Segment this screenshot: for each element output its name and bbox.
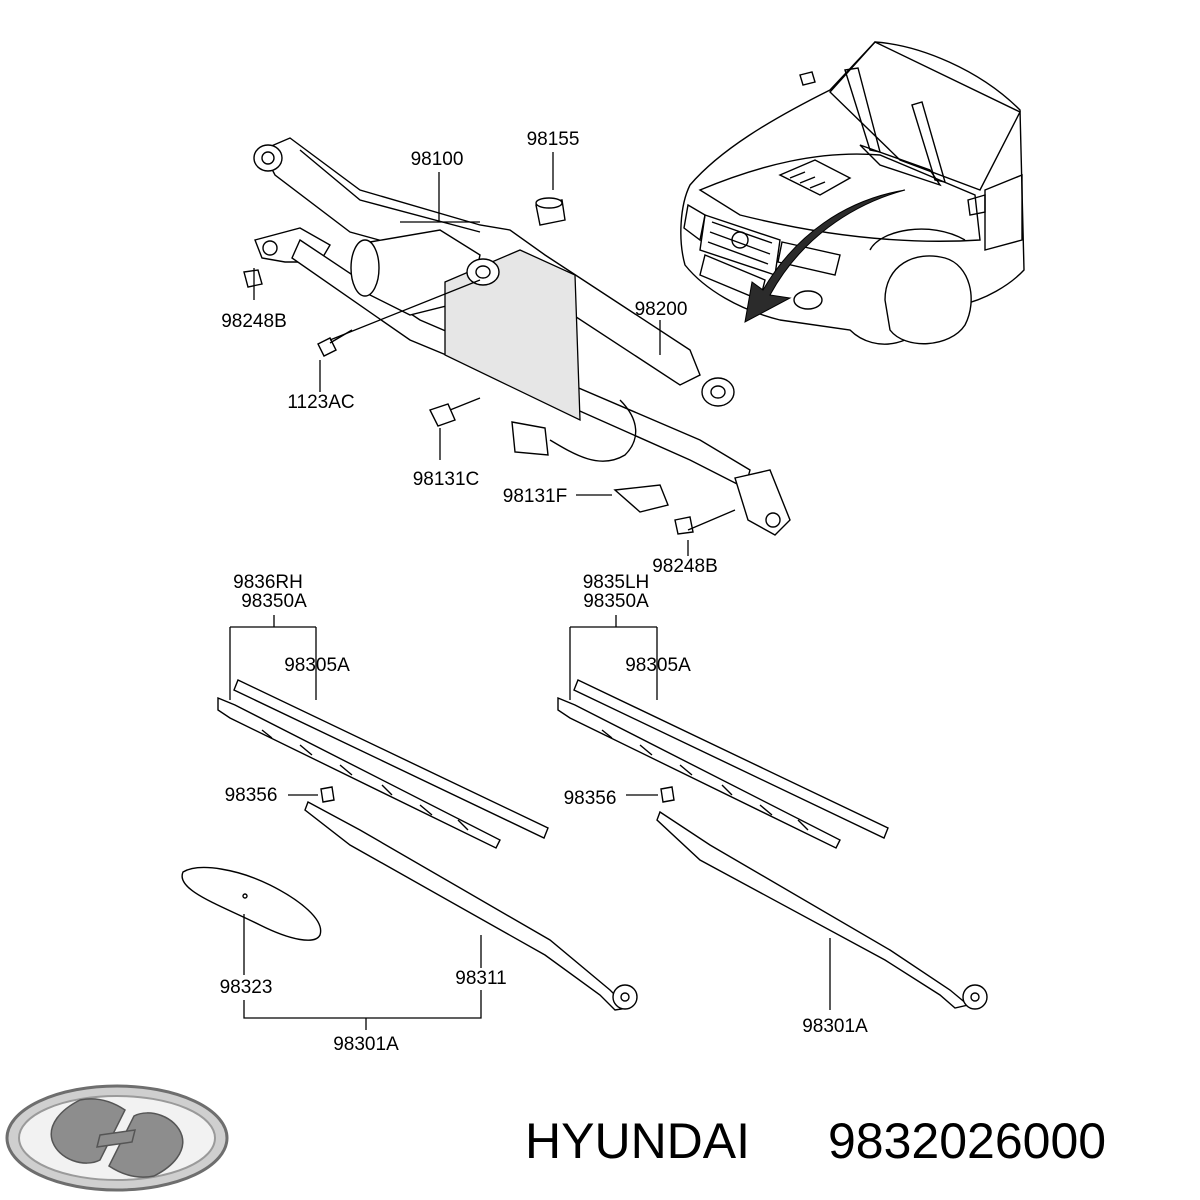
part-labels: 98100 98155 98248B 1123AC 98200 98131C 9…: [220, 129, 868, 1055]
right-wiper-set: [557, 615, 988, 1010]
label-98100: 98100: [411, 149, 464, 170]
vehicle-illustration: [680, 41, 1025, 345]
label-98356-left: 98356: [225, 785, 278, 806]
label-98311: 98311: [455, 968, 506, 989]
label-98350a-left: 98350A: [241, 591, 307, 612]
label-98131f: 98131F: [503, 486, 567, 507]
wiper-linkage-assembly: [243, 137, 791, 536]
label-98248b-top: 98248B: [221, 311, 287, 332]
left-wiper-set: [181, 615, 638, 1030]
label-98301a-right: 98301A: [802, 1016, 868, 1037]
footer-brand: HYUNDAI: [525, 1113, 750, 1169]
label-98301a-left: 98301A: [333, 1034, 399, 1055]
leader-lines-top: [253, 152, 736, 556]
label-9836rh: 9836RH: [233, 572, 303, 593]
label-98305a-left: 98305A: [284, 655, 350, 676]
label-98356-right: 98356: [564, 788, 617, 809]
label-98248b-bottom: 98248B: [652, 556, 718, 577]
label-98131c: 98131C: [413, 469, 480, 490]
label-98155: 98155: [527, 129, 580, 150]
label-98200: 98200: [635, 299, 688, 320]
label-98350a-right: 98350A: [583, 591, 649, 612]
label-1123ac: 1123AC: [287, 392, 354, 413]
label-98323: 98323: [220, 977, 273, 998]
label-9835lh: 9835LH: [583, 572, 650, 593]
hyundai-logo-icon: [5, 1084, 229, 1192]
label-98305a-right: 98305A: [625, 655, 691, 676]
footer-part-number: 9832026000: [828, 1113, 1106, 1169]
